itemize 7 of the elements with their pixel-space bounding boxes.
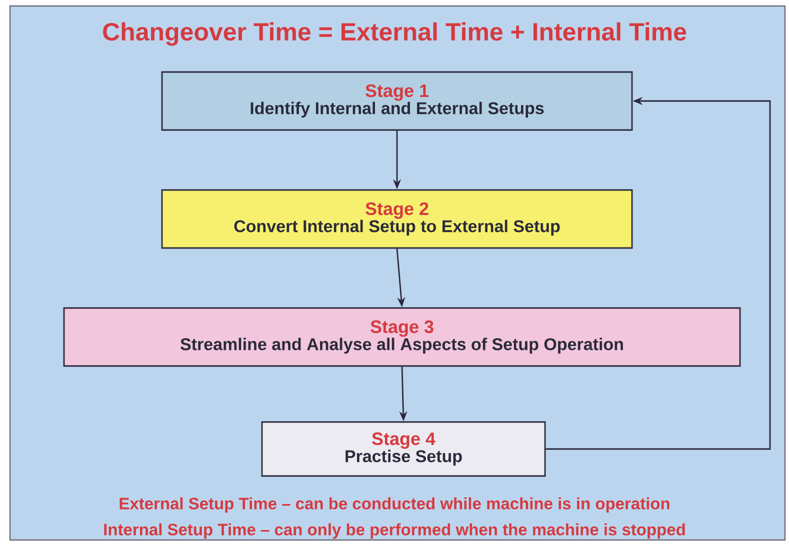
note: Internal Setup Time – can only be performed when the machine is stopped <box>104 523 685 539</box>
process-box: Stage 3 Streamline and Analyse all Aspects of Setup Operation <box>63 307 741 367</box>
title: Changeover Time = External Time + Internal Time <box>103 22 686 46</box>
note: External Setup Time – can be conducted while machine is in operation <box>120 497 670 513</box>
process-box: Stage 4 Practise Setup <box>261 421 546 477</box>
process-box: Stage 1 Identify Internal and External Setups <box>161 71 633 131</box>
process-box: Stage 2 Convert Internal Setup to External Setup <box>161 189 633 249</box>
